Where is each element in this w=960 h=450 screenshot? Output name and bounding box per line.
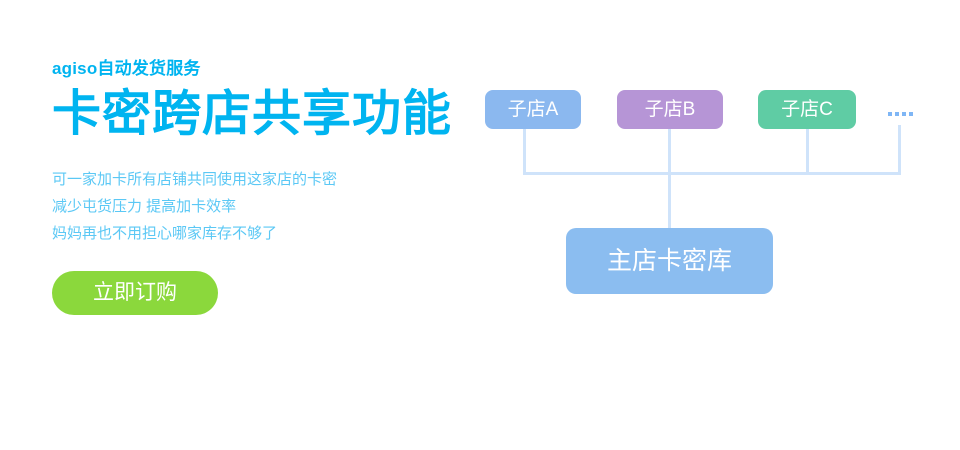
description-line: 妈妈再也不用担心哪家库存不够了 [52,225,278,242]
description-list: 可一家加卡所有店铺共同使用这家店的卡密 减少屯货压力 提高加卡效率 妈妈再也不用… [52,166,492,247]
description-line: 减少屯货压力 提高加卡效率 [52,198,237,215]
store-sharing-diagram: 子店A 子店B 子店C 主店卡密库 [470,70,940,320]
store-node-a[interactable]: 子店A [485,90,581,129]
connector-drop-c [806,129,809,175]
main-store-node[interactable]: 主店卡密库 [566,228,773,294]
connector-bus [523,172,901,175]
page-title: 卡密跨店共享功能 [52,87,453,141]
connector-drop-more [898,125,901,175]
more-stores-ellipsis-icon [888,112,913,116]
brand-eyebrow: agiso自动发货服务 [52,59,201,78]
order-now-button[interactable]: 立即订购 [52,271,218,315]
description-line: 可一家加卡所有店铺共同使用这家店的卡密 [52,171,338,188]
store-node-b[interactable]: 子店B [617,90,723,129]
promo-copy: agiso自动发货服务 卡密跨店共享功能 可一家加卡所有店铺共同使用这家店的卡密… [52,58,492,315]
connector-drop-b [668,129,671,175]
connector-stem [668,172,671,234]
store-node-c[interactable]: 子店C [758,90,856,129]
connector-drop-a [523,129,526,175]
